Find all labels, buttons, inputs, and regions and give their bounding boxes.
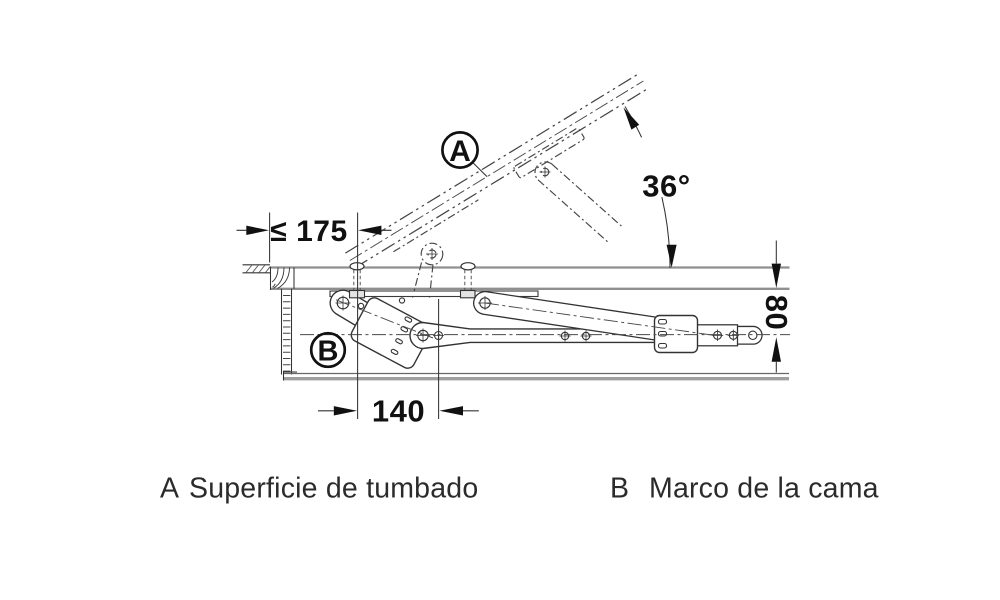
raised-surface-centerline <box>349 80 644 261</box>
frame-bottom-rail <box>282 371 789 381</box>
rod-hole-cross <box>727 329 739 341</box>
block-slot <box>657 318 668 325</box>
legend-b-key: B <box>610 473 629 505</box>
wall-ledge-section <box>242 264 271 274</box>
bolt-nut <box>348 289 366 299</box>
legend-b-label: Marco de la cama <box>649 473 879 505</box>
bolt-shank <box>353 269 361 291</box>
actuator-block <box>653 314 699 354</box>
dim-arrow-bottom <box>771 337 781 362</box>
mount-height-value: 80 <box>759 295 794 330</box>
label-a-callout: A <box>441 131 488 177</box>
side-rail-hatching <box>283 295 291 372</box>
plate-slot <box>400 326 409 333</box>
drive-plate <box>350 297 432 369</box>
wall-ledge-edges <box>242 264 270 274</box>
legend-a-label: Superficie de tumbado <box>189 473 478 505</box>
upper-arm-centerline <box>484 302 715 336</box>
raised-surface-lower-face <box>354 87 649 269</box>
angle-value: 36° <box>642 169 690 204</box>
offset-value: ≤ 175 <box>270 215 347 248</box>
support-arm-pivot-cross <box>539 166 551 178</box>
bed-slat-surface <box>269 266 790 290</box>
bracket-small-hole <box>357 302 365 310</box>
support-arm-edges <box>537 163 624 244</box>
plate-slot <box>395 338 403 345</box>
legend: A Superficie de tumbado B Marco de la ca… <box>160 473 879 505</box>
raised-crossbar-bracket <box>513 127 585 179</box>
rod-hole-cross <box>711 329 724 341</box>
support-arm-cap <box>534 161 553 181</box>
dim-arrow-left <box>333 406 357 416</box>
centerlines <box>300 299 790 339</box>
block-slot <box>657 342 668 349</box>
plate-slot <box>404 316 413 323</box>
raised-pivot-outer <box>420 242 444 266</box>
drive-plate-body <box>350 297 432 369</box>
raised-fitting-rail-line <box>393 199 479 253</box>
fixing-bolt-left <box>348 262 366 299</box>
label-b-callout: B <box>309 331 347 369</box>
angle-arrow-up <box>623 107 640 130</box>
plate-small-hole <box>398 297 406 304</box>
dimension-pivot-spacing: 140 <box>318 299 479 429</box>
dim-arrow-left <box>246 225 269 235</box>
fixing-bolt-right <box>459 262 476 299</box>
bolt-nut <box>459 289 476 299</box>
raised-surface-phantom <box>345 73 649 298</box>
rod-end-hole <box>748 330 758 341</box>
plank-end-cap <box>269 266 295 290</box>
bottom-rail-left-end <box>282 371 297 381</box>
angle-arrow-down <box>666 244 677 268</box>
block-slot <box>657 330 668 337</box>
raised-pivot-cross <box>426 248 438 260</box>
dim-arrow-right <box>358 225 382 235</box>
actuator-block-body <box>653 314 699 354</box>
mounting-rail <box>329 290 539 298</box>
arm-hole-cross <box>559 330 571 342</box>
dimension-angle: 36° <box>623 106 690 269</box>
plate-slot <box>390 348 399 356</box>
label-a-text: A <box>449 135 471 168</box>
raised-pivot-phantom <box>411 242 444 298</box>
dim-arrow-top <box>771 263 781 288</box>
dim-arrow-right <box>439 406 463 416</box>
lift-mechanism <box>300 262 790 369</box>
frame-side-rail <box>280 288 293 375</box>
bolt-head <box>349 262 365 271</box>
pivot-spacing-value: 140 <box>372 394 425 429</box>
wall-ledge-hatching <box>245 264 271 273</box>
label-a-circle <box>441 131 479 169</box>
dimension-mount-height: 80 <box>759 240 794 373</box>
bracket-centerline <box>335 299 434 339</box>
bolt-head <box>460 262 476 271</box>
bolt-shank <box>464 269 472 291</box>
dimension-offset: ≤ 175 <box>236 212 392 419</box>
label-b-text: B <box>318 335 339 367</box>
label-b-circle <box>309 331 347 369</box>
raised-surface-upper-face <box>345 73 640 254</box>
side-rail-edges <box>280 288 293 375</box>
wood-grain <box>271 267 290 289</box>
bed-frame <box>242 264 790 381</box>
label-a-leader <box>472 162 488 177</box>
support-arm-phantom <box>534 161 624 244</box>
angle-arc-lower <box>661 196 671 269</box>
legend-a-key: A <box>160 473 179 505</box>
arm-hole-cross <box>580 330 592 342</box>
